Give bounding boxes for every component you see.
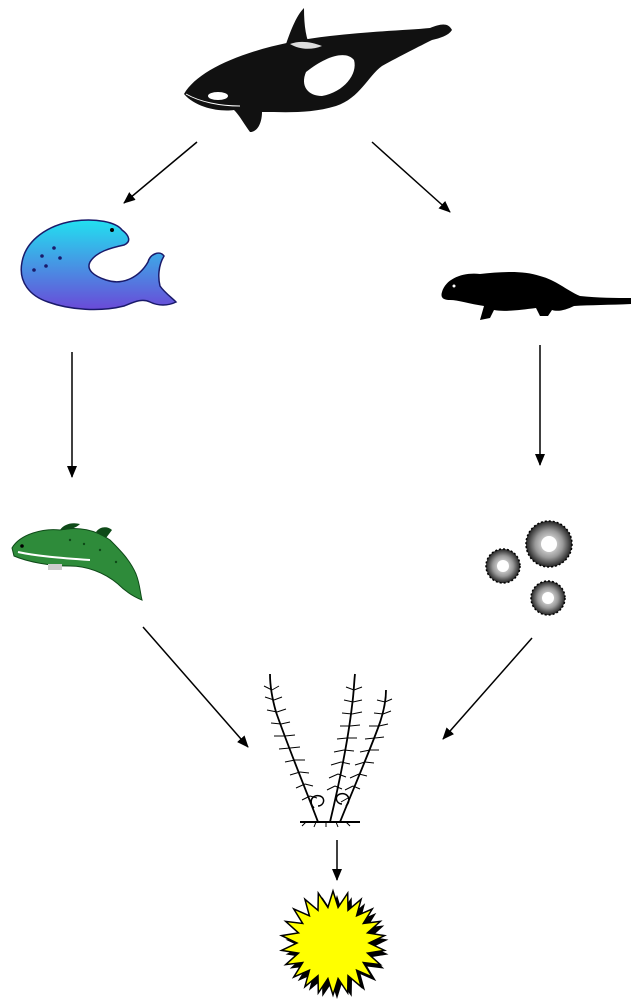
- arrow-orca-to-seal: [124, 142, 197, 203]
- orca-icon: [184, 8, 452, 132]
- sea-urchin-icon: [486, 521, 572, 615]
- sea-otter-icon: [441, 272, 631, 320]
- fish-icon: [12, 523, 142, 600]
- seal-icon: [21, 220, 176, 309]
- kelp-plant-icon: [264, 674, 392, 827]
- sun-icon: [282, 891, 389, 999]
- arrow-urchins-to-kelp: [443, 638, 532, 739]
- edges: [72, 142, 540, 880]
- arrow-fish-to-kelp: [143, 627, 248, 747]
- arrow-orca-to-otter: [372, 142, 450, 212]
